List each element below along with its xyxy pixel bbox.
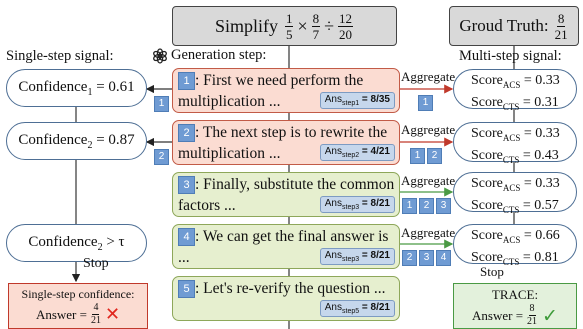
aggregate-marker-3-2: 2: [419, 198, 434, 214]
step-badge-1: 1: [178, 72, 195, 90]
cross-icon: ✕: [104, 304, 121, 325]
aggregate-marker-2-1: 1: [410, 148, 425, 164]
trace-answer-label: Answer =: [472, 307, 524, 323]
step-marker-1: 1: [154, 96, 169, 112]
step-1-text: : First we need perform the multiplicati…: [178, 72, 364, 110]
step-2-answer: Ansstep2 = 4/21: [319, 144, 395, 161]
generation-step-header: Generation step:: [152, 47, 266, 64]
aggregate-label-1: Aggregate: [401, 69, 456, 84]
aggregate-marker-2-2: 2: [427, 148, 442, 164]
step-badge-2: 2: [178, 124, 195, 142]
step-3-answer: Ansstep3 = 8/21: [319, 196, 395, 213]
confidence-oval-1: Confidence1 = 0.61: [6, 69, 147, 107]
question-prefix: Simplify: [214, 15, 278, 36]
operator-divide: ÷: [324, 15, 335, 36]
score-acs-2: = 0.33: [523, 126, 560, 141]
score-cts-3: = 0.57: [522, 197, 559, 213]
confidence-oval-2: Confidence2 = 0.87: [6, 122, 147, 160]
score-acs-4: = 0.66: [523, 228, 560, 243]
score-oval-1: ScoreACS = 0.33 ScoreCTS = 0.31: [453, 69, 577, 112]
score-oval-2: ScoreACS = 0.33 ScoreCTS = 0.43: [453, 122, 577, 165]
generation-step-2: 2: The next step is to rewrite the multi…: [172, 120, 400, 165]
aggregate-marker-4-2: 3: [419, 250, 434, 266]
step-5-answer: Ansstep5 = 8/21: [319, 300, 395, 317]
generation-step-label: Generation step:: [171, 47, 267, 63]
aggregate-marker-4-3: 4: [436, 250, 451, 266]
score-acs-1: = 0.33: [523, 73, 560, 88]
step-marker-2: 2: [154, 149, 169, 165]
score-oval-3: ScoreACS = 0.33 ScoreCTS = 0.57: [453, 172, 577, 215]
multi-step-signal-label: Multi-step signal:: [459, 48, 562, 64]
operator-times: ×: [297, 15, 308, 36]
aggregate-marker-4-1: 2: [402, 250, 417, 266]
score-acs-3: = 0.33: [523, 176, 560, 191]
trace-result-title: TRACE:: [491, 287, 539, 302]
score-cts-4: = 0.81: [522, 249, 559, 265]
stop-label-left: Stop: [83, 256, 109, 271]
single-step-result-title: Single-step confidence:: [21, 287, 135, 301]
aggregate-marker-3-3: 3: [436, 198, 451, 214]
step-4-answer: Ansstep3 = 8/21: [319, 248, 395, 265]
step-3-text: : Finally, substitute the common factors…: [178, 176, 395, 214]
aggregate-marker-3-1: 1: [402, 198, 417, 214]
single-step-signal-label: Single-step signal:: [6, 48, 114, 64]
generation-step-4: 4: We can get the final answer is ... An…: [172, 224, 400, 269]
step-badge-5: 5: [178, 280, 195, 298]
aggregate-label-3: Aggregate: [401, 173, 456, 188]
stop-label-right: Stop: [480, 264, 504, 279]
step-badge-4: 4: [178, 228, 195, 246]
aggregate-label-2: Aggregate: [401, 122, 456, 137]
score-oval-4: ScoreACS = 0.66 ScoreCTS = 0.81: [453, 224, 577, 267]
step-2-text: : The next step is to rewrite the multip…: [178, 124, 388, 162]
aggregate-marker-1-1: 1: [418, 95, 433, 111]
confidence-threshold-oval: Confidence2 > τ: [6, 224, 147, 262]
generation-step-3: 3: Finally, substitute the common factor…: [172, 172, 400, 217]
openai-logo-icon: [153, 47, 167, 64]
generation-step-5: 5: Let's re-verify the question ... Anss…: [172, 276, 400, 321]
single-step-answer-label: Answer =: [35, 306, 87, 322]
score-cts-1: = 0.31: [522, 94, 559, 110]
step-1-answer: Ansstep1 = 8/35: [319, 92, 395, 109]
aggregate-label-4: Aggregate: [401, 225, 456, 240]
step-badge-3: 3: [178, 176, 195, 194]
generation-step-1: 1: First we need perform the multiplicat…: [172, 68, 400, 113]
ground-truth-label: Groud Truth:: [459, 16, 549, 35]
score-cts-2: = 0.43: [522, 147, 559, 163]
check-icon: ✓: [542, 304, 558, 327]
step-5-text: : Let's re-verify the question ...: [195, 280, 386, 297]
step-4-text: : We can get the final answer is ...: [178, 228, 389, 266]
